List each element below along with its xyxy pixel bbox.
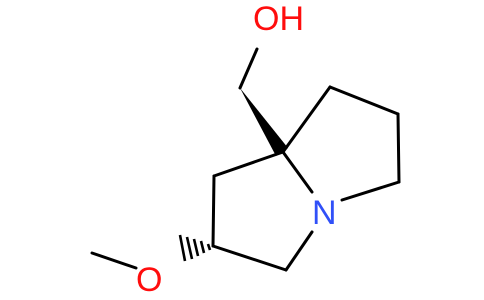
bond-c7-c6 xyxy=(328,85,400,116)
hydroxyl-label: OH xyxy=(253,0,304,38)
bond-c7a-c1 xyxy=(212,150,285,178)
wedge-bond-ch2-c7a xyxy=(240,88,288,156)
methoxy-oxygen-label: O xyxy=(136,261,162,299)
bond-c5-n xyxy=(340,180,401,202)
bond-c3-n xyxy=(284,230,314,272)
bond-c6-c5 xyxy=(396,112,401,184)
bond-c1-c2 xyxy=(211,174,216,248)
hashed-wedge-c2-o xyxy=(178,234,212,262)
nitrogen-label: N xyxy=(312,194,337,232)
bond-c2-c3 xyxy=(211,244,288,272)
bond-c7a-n xyxy=(281,150,314,194)
bond-o-ch2 xyxy=(238,47,259,90)
bond-c7a-c7 xyxy=(281,85,332,154)
bond-o-ch3 xyxy=(90,251,138,270)
